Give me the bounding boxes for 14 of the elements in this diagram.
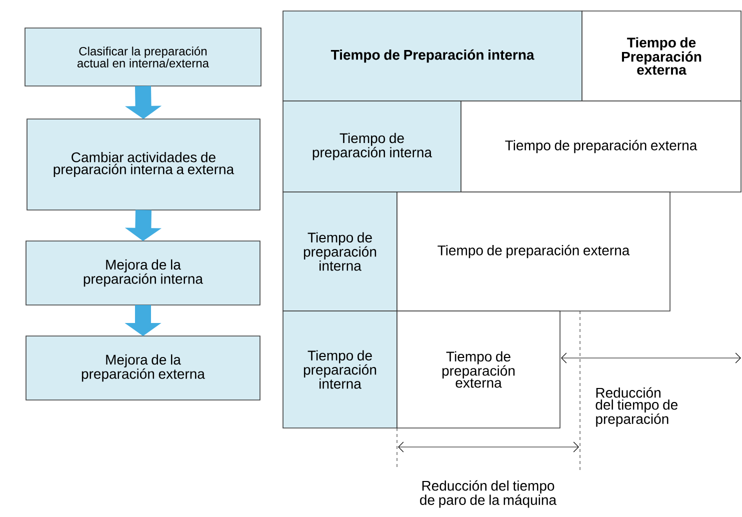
table-cell: Tiempo de preparación externa: [396, 310, 560, 428]
process-box: Cambiar actividades de preparación interna a externa: [26, 118, 260, 210]
table-cell: Tiempo de preparación externa: [460, 100, 742, 192]
table-cell: Tiempo de preparación interna: [282, 192, 398, 312]
dimension-label: Reducción del tiempo de preparación: [596, 387, 678, 427]
dimension-label: Reducción del tiempo de paro de la máquina: [420, 480, 557, 508]
process-box: Mejora de la preparación externa: [26, 336, 260, 400]
table-cell: Tiempo de preparación interna: [282, 310, 398, 428]
process-box: Mejora de la preparación interna: [26, 240, 260, 306]
header-cell: Tiempo de Preparación interna: [282, 10, 582, 102]
process-box: Clasificar la preparación actual en interna/externa: [24, 28, 262, 86]
table-cell: Tiempo de preparación externa: [396, 192, 670, 312]
table-cell: Tiempo de preparación interna: [282, 100, 462, 192]
header-cell: Tiempo de Preparación externa: [582, 10, 742, 102]
